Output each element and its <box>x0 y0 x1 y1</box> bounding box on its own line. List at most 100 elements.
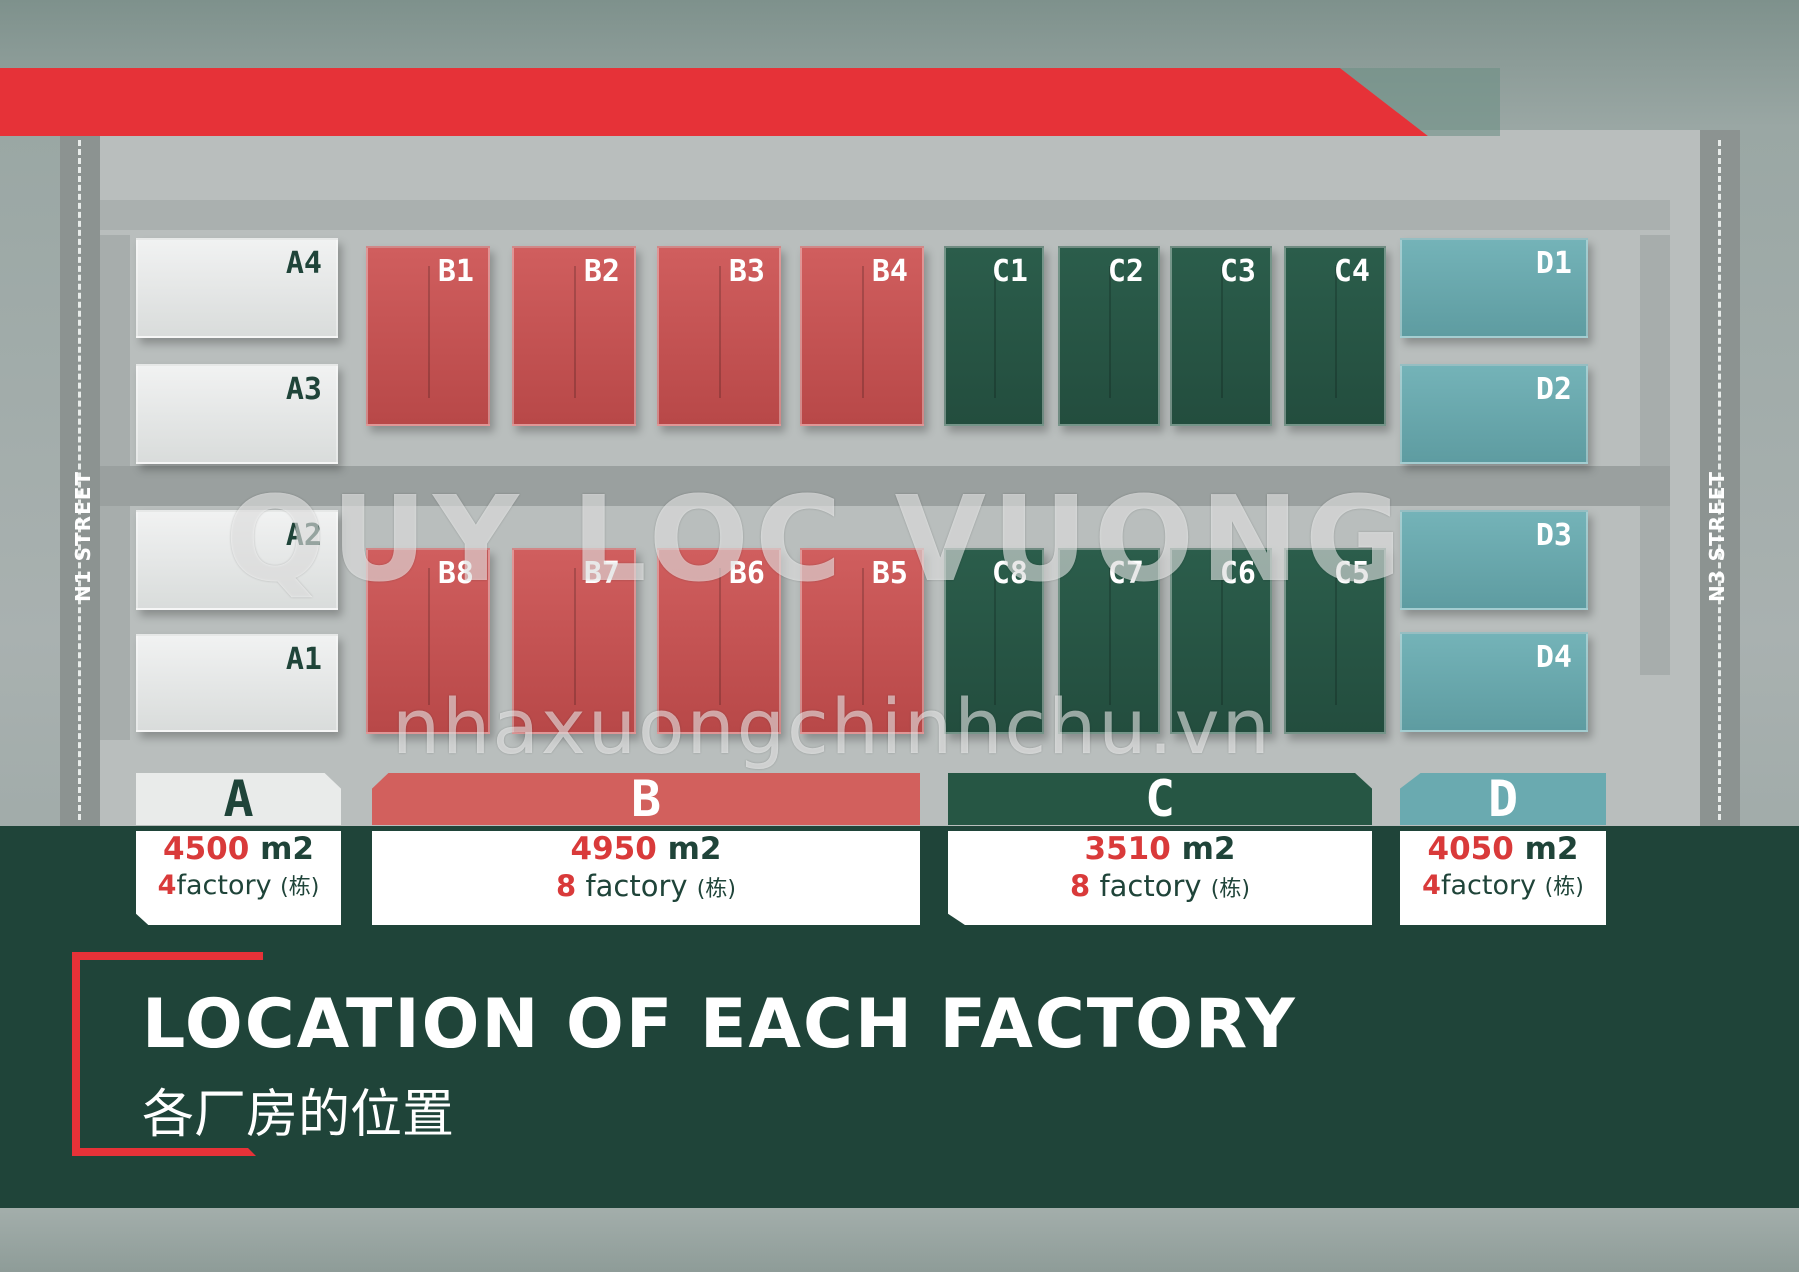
building-label: B1 <box>437 254 474 289</box>
building-b5[interactable]: B5 <box>800 548 924 734</box>
zone-a-count: 4factory (栋) <box>136 869 341 901</box>
watermark-url: nhaxuongchinhchu.vn <box>392 682 1272 771</box>
page-title-english: LOCATION OF EACH FACTORY <box>142 985 1297 1064</box>
zone-d-count-label: factory <box>1440 870 1537 901</box>
roof-ridge <box>574 568 576 705</box>
zone-c-letter: C <box>1144 770 1176 828</box>
building-b1[interactable]: B1 <box>366 246 490 426</box>
zone-b-count-value: 8 <box>556 869 577 903</box>
n1-lane-marking <box>78 140 81 820</box>
building-a3[interactable]: A3 <box>136 364 338 464</box>
building-label: C1 <box>991 254 1028 289</box>
building-label: B5 <box>871 556 908 591</box>
building-b4[interactable]: B4 <box>800 246 924 426</box>
roof-ridge <box>428 265 430 398</box>
top-road <box>100 200 1670 230</box>
building-label: C5 <box>1333 556 1370 591</box>
zone-d-count-suffix: (栋) <box>1544 875 1584 900</box>
building-c4[interactable]: C4 <box>1284 246 1386 426</box>
zone-b-body: 4950 m2 8 factory (栋) <box>372 831 920 925</box>
roof-ridge <box>719 568 721 705</box>
n3-lane-marking <box>1718 140 1721 820</box>
building-c5[interactable]: C5 <box>1284 548 1386 734</box>
building-a4[interactable]: A4 <box>136 238 338 338</box>
building-d3[interactable]: D3 <box>1400 510 1588 610</box>
zone-c-area-value: 3510 <box>1084 831 1171 867</box>
building-label: B8 <box>437 556 474 591</box>
central-road <box>100 466 1670 506</box>
zone-a-header: A <box>136 773 341 825</box>
building-b8[interactable]: B8 <box>366 548 490 734</box>
zone-d-count-value: 4 <box>1422 870 1441 901</box>
building-b2[interactable]: B2 <box>512 246 636 426</box>
zone-b-area-unit: m2 <box>667 831 722 867</box>
roof-ridge <box>1109 265 1111 398</box>
building-b6[interactable]: B6 <box>657 548 781 734</box>
zone-b-count: 8 factory (栋) <box>372 869 920 903</box>
zone-a-body: 4500 m2 4factory (栋) <box>136 831 341 925</box>
page-title-chinese: 各厂房的位置 <box>142 1085 455 1145</box>
building-label: C4 <box>1333 254 1370 289</box>
roof-ridge <box>428 568 430 705</box>
roof-ridge <box>862 265 864 398</box>
roof-ridge <box>1221 265 1223 398</box>
zone-c-count-label: factory <box>1099 869 1202 903</box>
building-label: D1 <box>1535 246 1572 281</box>
building-label: B2 <box>583 254 620 289</box>
building-c2[interactable]: C2 <box>1058 246 1160 426</box>
building-c1[interactable]: C1 <box>944 246 1044 426</box>
zone-c-count-value: 8 <box>1070 869 1091 903</box>
building-b7[interactable]: B7 <box>512 548 636 734</box>
building-label: A3 <box>285 372 322 407</box>
building-label: A1 <box>285 642 322 677</box>
building-label: C7 <box>1107 556 1144 591</box>
building-label: B4 <box>871 254 908 289</box>
zone-a-count-suffix: (栋) <box>280 875 320 900</box>
title-frame-bracket <box>72 952 256 1156</box>
zone-d-letter: D <box>1487 770 1519 828</box>
zone-b-count-label: factory <box>585 869 688 903</box>
building-c3[interactable]: C3 <box>1170 246 1272 426</box>
zone-a-area-value: 4500 <box>163 831 250 867</box>
zone-b-area: 4950 m2 <box>372 831 920 867</box>
building-c8[interactable]: C8 <box>944 548 1044 734</box>
zone-d-area: 4050 m2 <box>1400 831 1606 867</box>
building-label: D2 <box>1535 372 1572 407</box>
zone-b-header: B <box>372 773 920 825</box>
zone-d-count: 4factory (栋) <box>1400 869 1606 901</box>
roof-ridge <box>574 265 576 398</box>
zone-card-c: C 3510 m2 8 factory (栋) <box>948 770 1372 925</box>
zone-a-count-label: factory <box>176 870 272 901</box>
building-d4[interactable]: D4 <box>1400 632 1588 732</box>
building-d2[interactable]: D2 <box>1400 364 1588 464</box>
zone-a-letter: A <box>223 770 254 828</box>
n1-street-label: N1 STREET <box>71 470 95 602</box>
zone-d-header: D <box>1400 773 1606 825</box>
building-b3[interactable]: B3 <box>657 246 781 426</box>
zone-b-count-suffix: (栋) <box>696 877 736 902</box>
zone-d-area-unit: m2 <box>1524 831 1579 867</box>
roof-ridge <box>862 568 864 705</box>
building-label: A2 <box>285 518 322 553</box>
zone-card-a: A 4500 m2 4factory (栋) <box>136 773 341 925</box>
building-a1[interactable]: A1 <box>136 634 338 732</box>
zone-b-letter: B <box>630 770 662 828</box>
building-d1[interactable]: D1 <box>1400 238 1588 338</box>
building-c7[interactable]: C7 <box>1058 548 1160 734</box>
zone-d-area-value: 4050 <box>1427 831 1514 867</box>
zone-card-d: D 4050 m2 4factory (栋) <box>1400 773 1606 925</box>
building-label: A4 <box>285 246 322 281</box>
roof-ridge <box>1109 568 1111 705</box>
zone-a-area: 4500 m2 <box>136 831 341 867</box>
building-c6[interactable]: C6 <box>1170 548 1272 734</box>
bottom-aerial-strip <box>0 1208 1799 1272</box>
building-a2[interactable]: A2 <box>136 510 338 610</box>
roof-ridge <box>1335 265 1337 398</box>
building-label: B3 <box>728 254 765 289</box>
roof-ridge <box>1335 568 1337 705</box>
building-label: C3 <box>1219 254 1256 289</box>
building-label: C8 <box>991 556 1028 591</box>
zone-c-count: 8 factory (栋) <box>948 869 1372 903</box>
n3-street-label: N3 STREET <box>1705 470 1729 602</box>
roof-ridge <box>994 568 996 705</box>
